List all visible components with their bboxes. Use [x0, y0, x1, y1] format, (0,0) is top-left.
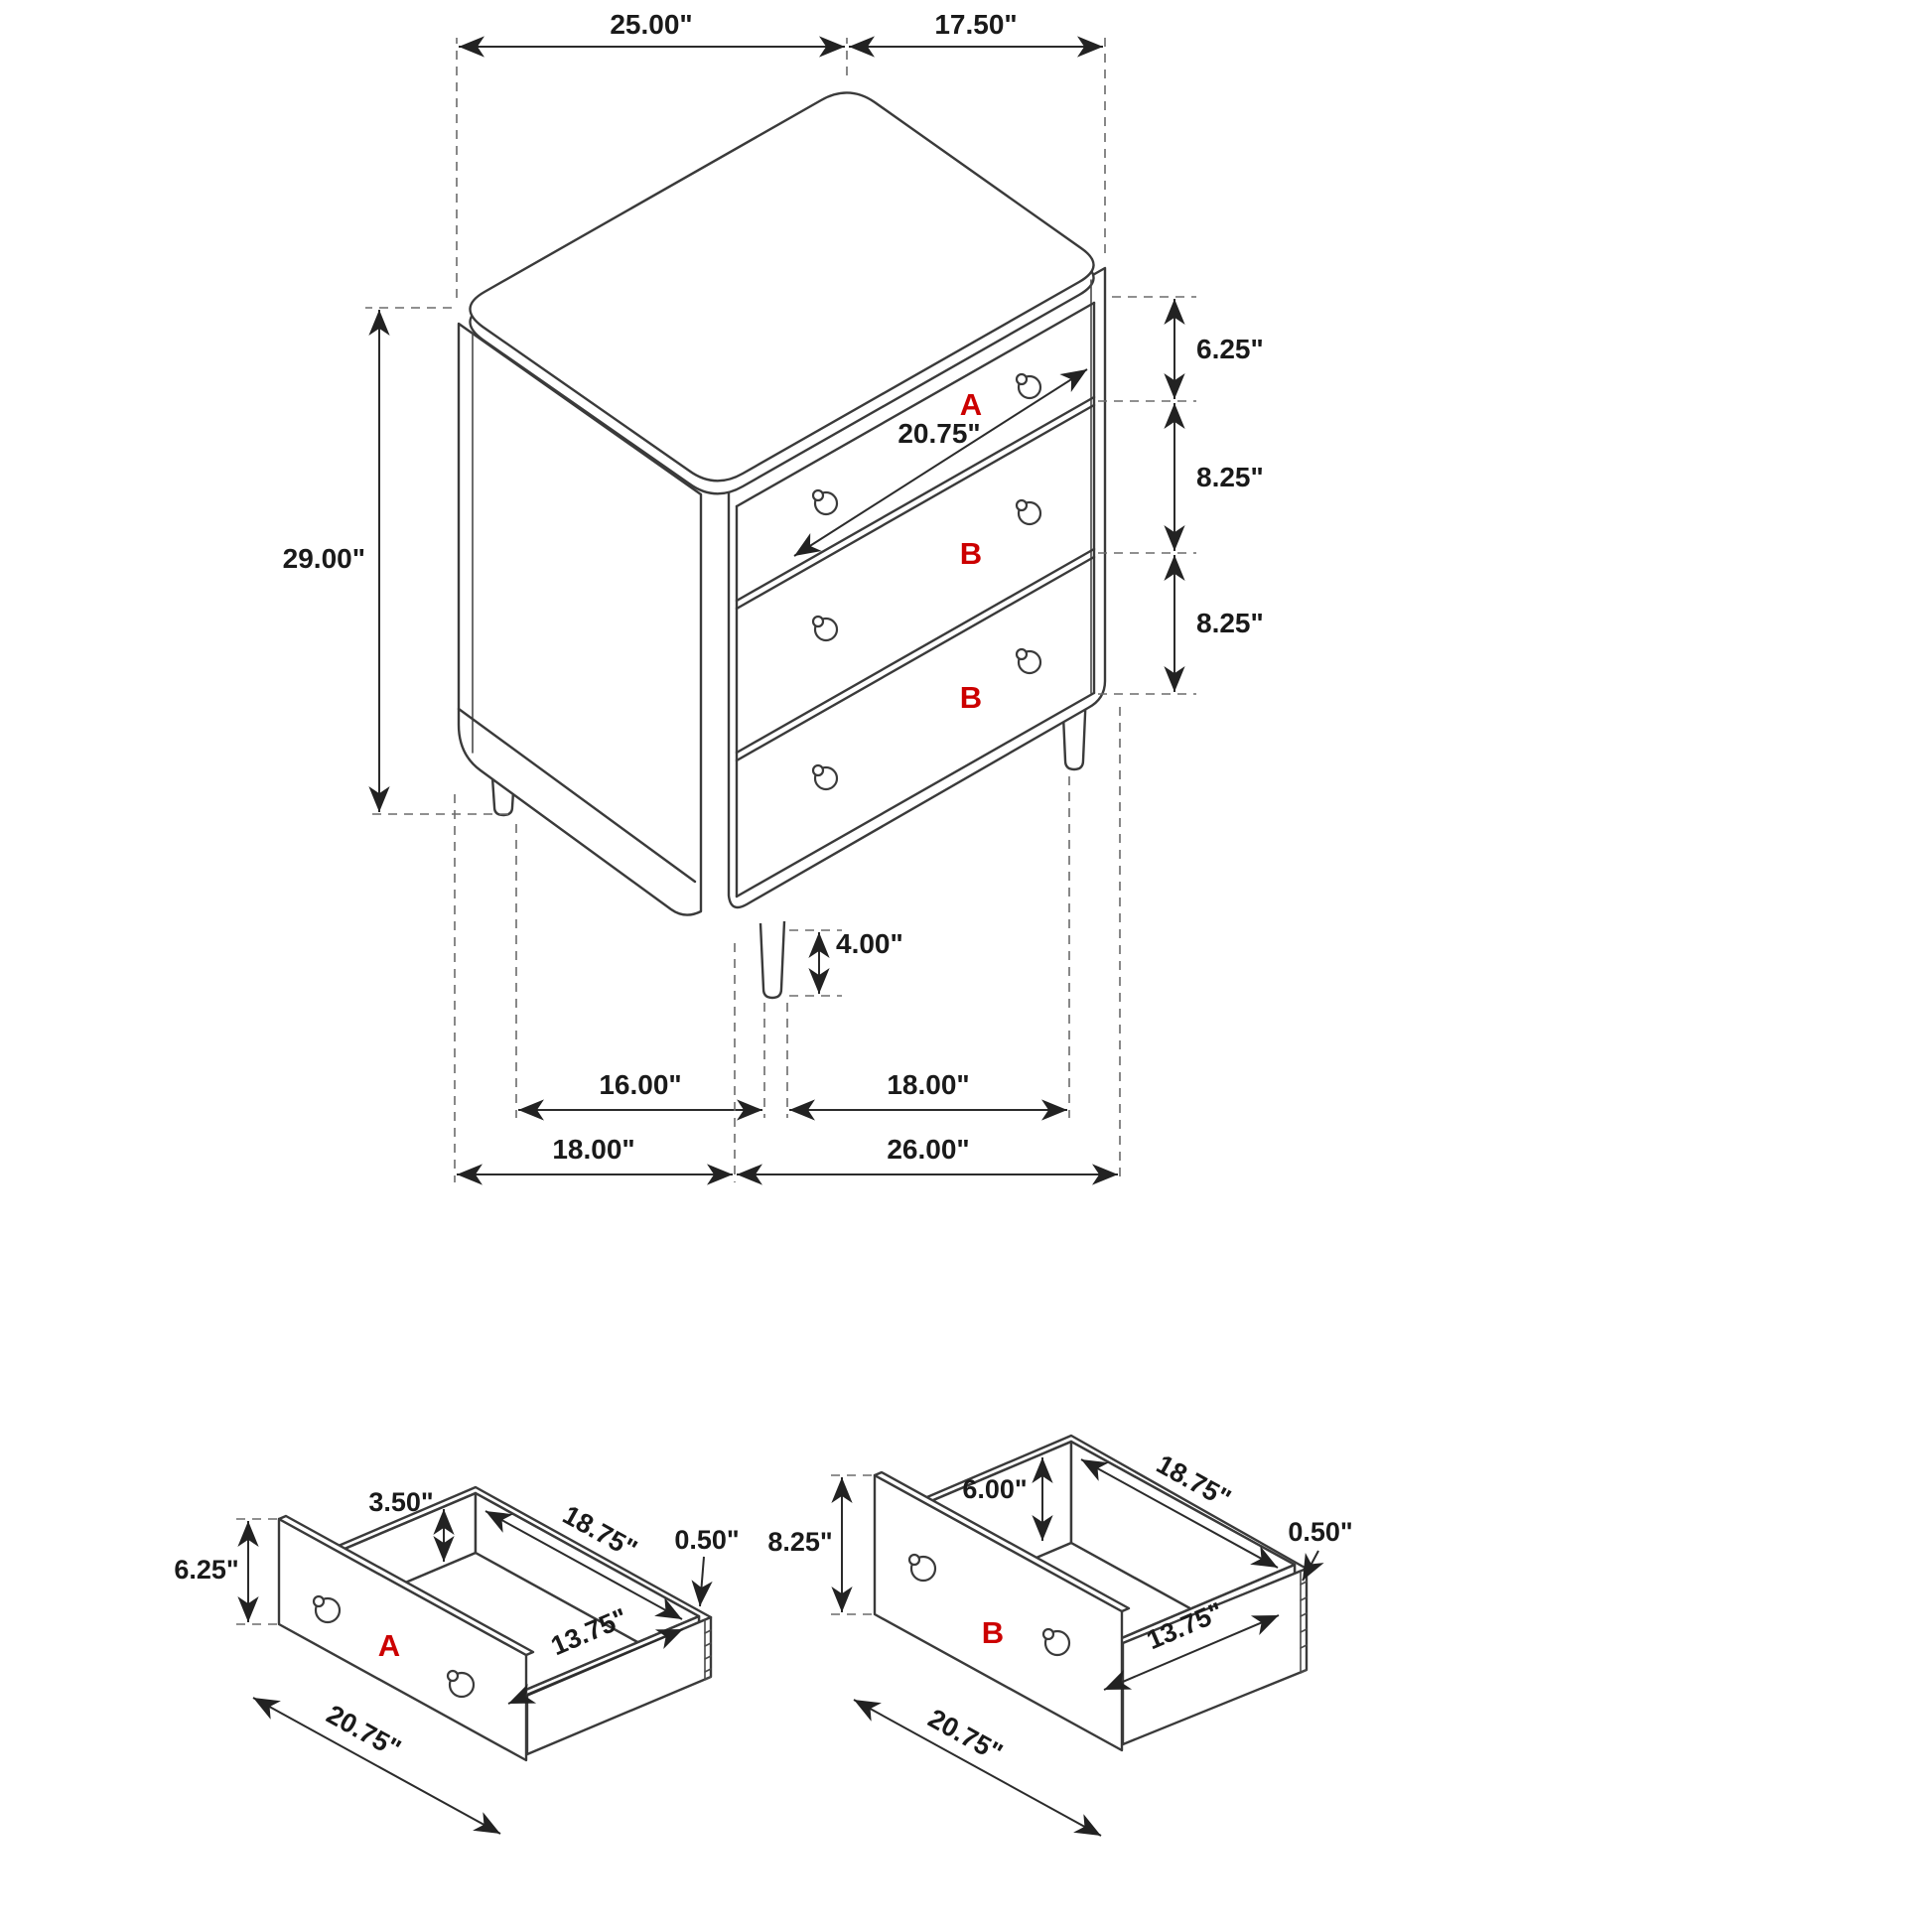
a-dim-wall-thickness-leader [691, 1556, 713, 1607]
b-joint-hatch-5 [1300, 1644, 1308, 1649]
dim-base-depth-label: 18.00" [552, 1134, 634, 1165]
a-knob-right [446, 1669, 476, 1699]
b-joint-hatch-4 [1300, 1628, 1308, 1633]
dim-base-width-label: 26.00" [887, 1134, 969, 1165]
b-dim-interior-width-arrow [1080, 1458, 1279, 1569]
dim-top-width-label: 25.00" [610, 9, 692, 40]
b-endcap-edge [1300, 1571, 1308, 1674]
dim-middle-drawer-height-label: 8.25" [1196, 462, 1264, 492]
drawer1-left-knob [811, 488, 839, 516]
front-leg [759, 920, 786, 1000]
a-joint-hatch-3 [704, 1655, 712, 1660]
a-joint-end-cap [704, 1619, 712, 1681]
a-dim-interior-width-arrow [484, 1510, 683, 1620]
dim-drawer-width-label: 20.75" [897, 418, 980, 449]
drawer-b1-letter: B [960, 536, 982, 571]
b-front-panel-top-strip [873, 1470, 1131, 1613]
chest-left-side-face [457, 322, 703, 916]
b-dim-interior-depth-arrow [1103, 1614, 1280, 1691]
dim-leg-height-label: 4.00" [836, 928, 903, 959]
a-dim-side-height-label: 3.50" [368, 1487, 433, 1517]
corner-post-front-left [699, 481, 731, 913]
b-dim-wall-thickness-label: 0.50" [1288, 1517, 1352, 1547]
base-rail-top-line [457, 707, 697, 884]
b-joint-hatch-1 [1300, 1581, 1308, 1586]
b-dim-wall-thickness-leader [1302, 1550, 1324, 1582]
a-endcap-edge [704, 1619, 712, 1681]
dim-height-label: 29.00" [283, 543, 365, 574]
dim-bottom-drawer-height-label: 8.25" [1196, 608, 1264, 638]
chest-top-face [469, 91, 1095, 483]
a-joint-hatch-2 [704, 1642, 712, 1647]
b-knob-left [907, 1553, 937, 1583]
drawer3-left-knob [811, 763, 839, 791]
dim-drawer-width-arrow [793, 368, 1088, 557]
drawer-a-detail-view: A 3.50" 18.75" 0.50" 6.25" 13.75" 20.75" [174, 1485, 740, 1835]
drawer-b2-letter: B [960, 680, 982, 715]
drawer-b-detail-letter: B [982, 1615, 1004, 1650]
b-dim-front-height-label: 8.25" [767, 1527, 832, 1557]
dim-leg-span-depth-label: 16.00" [599, 1069, 681, 1100]
b-knob-right [1041, 1627, 1071, 1657]
drawer-a-letter: A [960, 387, 982, 422]
drawer-b-detail-view: B 6.00" 18.75" 0.50" 8.25" 13.75" 20.75" [767, 1434, 1353, 1837]
b-dim-side-height-label: 6.00" [962, 1474, 1027, 1504]
dim-top-depth-label: 17.50" [934, 9, 1017, 40]
chest-main-view: A B B 25.00" 17.50" 29.00" 6 [283, 9, 1264, 1185]
a-dim-wall-thickness-label: 0.50" [674, 1525, 739, 1555]
a-joint-hatch-4 [704, 1668, 712, 1673]
drawer2-right-knob [1015, 498, 1042, 526]
a-dim-front-height-label: 6.25" [174, 1555, 238, 1585]
a-dim-interior-depth-arrow [507, 1628, 684, 1705]
drawer1-right-knob [1015, 372, 1042, 400]
a-dim-front-width-label: 20.75" [322, 1700, 406, 1764]
b-dim-front-width-arrow [853, 1699, 1102, 1837]
a-joint-hatch-1 [704, 1629, 712, 1634]
b-joint-end-cap [1300, 1571, 1308, 1674]
dim-leg-span-width-label: 18.00" [887, 1069, 969, 1100]
divider2-lower-line [735, 555, 1096, 762]
b-dim-front-width-label: 20.75" [923, 1704, 1008, 1768]
b-joint-hatch-2 [1300, 1596, 1308, 1601]
a-knob-left [312, 1594, 342, 1624]
drawer3-bottom-line [735, 691, 1096, 898]
chest-edge-detail-lines [457, 279, 1092, 884]
divider2-upper-line [735, 547, 1096, 755]
a-dim-front-width-arrow [252, 1697, 501, 1835]
dim-top-drawer-height-label: 6.25" [1196, 334, 1264, 364]
drawer-a-detail-letter: A [378, 1628, 400, 1663]
main-dimensions: 25.00" 17.50" 29.00" 6.25" 8.25" 8.25" 2… [283, 9, 1264, 1185]
b-joint-hatch-3 [1300, 1612, 1308, 1617]
drawer3-right-knob [1015, 647, 1042, 675]
drawer2-left-knob [811, 615, 839, 642]
